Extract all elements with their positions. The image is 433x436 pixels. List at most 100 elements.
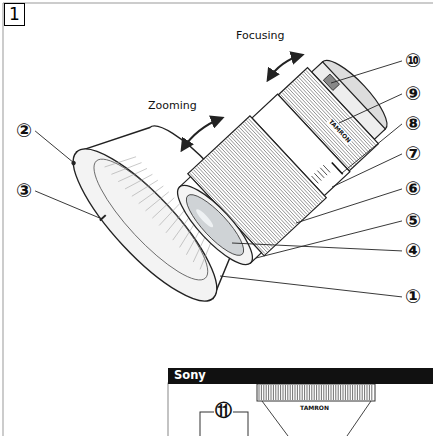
ring-knurl (304, 385, 305, 400)
ring-knurl (302, 385, 303, 400)
zoom-arrow (182, 118, 222, 150)
ring-knurl (226, 139, 301, 219)
ring-knurl (241, 125, 316, 205)
leader-line (35, 131, 74, 163)
motion-label: Focusing (236, 30, 284, 43)
ring-knurl (280, 385, 281, 400)
ring-knurl (275, 385, 276, 400)
ring-knurl (309, 385, 310, 400)
inset-frame (168, 383, 433, 436)
zoom-scale-tick (314, 173, 321, 180)
leader-line (256, 221, 402, 258)
ring-knurl (290, 385, 291, 400)
ring-knurl (239, 127, 314, 207)
callout-number: ⑩ (405, 50, 421, 72)
ring-knurl (350, 385, 351, 400)
ring-knurl (287, 385, 288, 400)
ring-knurl (359, 385, 360, 400)
ring-knurl (221, 144, 296, 224)
ring-knurl (234, 132, 309, 212)
leader-line (339, 94, 402, 123)
ring-knurl (243, 124, 318, 204)
ring-knurl (266, 385, 267, 400)
index-line (332, 163, 343, 175)
hood-mount-mark (100, 215, 106, 220)
ring-knurl (306, 70, 376, 145)
leader-line (35, 191, 102, 219)
front-ring-face (168, 176, 262, 274)
figure-frame (3, 3, 433, 436)
ring-knurl (326, 385, 327, 400)
leader-line (332, 154, 402, 187)
ring-knurl (367, 385, 368, 400)
front-element (179, 188, 251, 263)
callout-number: ⑧ (405, 113, 421, 135)
leader-line (220, 276, 402, 297)
ring-knurl (371, 385, 372, 400)
callout-number: ⑪ (214, 401, 233, 421)
ring-knurl (328, 385, 329, 400)
ring-knurl (245, 122, 320, 202)
callout-number: ③ (16, 180, 32, 202)
leader-line (331, 61, 402, 83)
ring-knurl (343, 385, 344, 400)
ring-knurl (362, 385, 363, 400)
leader-line (232, 243, 402, 251)
ring-knurl (335, 385, 336, 400)
callout-number: ⑨ (405, 83, 421, 105)
ring-knurl (219, 146, 294, 226)
motion-label: Zooming (148, 100, 197, 113)
ring-knurl (319, 385, 320, 400)
ring-knurl (311, 385, 312, 400)
hood-interior-rib (158, 204, 181, 226)
ring-knurl (228, 137, 303, 217)
ring-knurl (271, 385, 272, 400)
ring-knurl (295, 385, 296, 400)
ring-knurl (338, 385, 339, 400)
callout-number: ① (405, 286, 421, 308)
leader-line (296, 189, 402, 223)
leader-line (342, 124, 402, 173)
zoom-scale-tick (320, 168, 327, 175)
ring-knurl (230, 136, 305, 216)
ring-knurl (283, 385, 284, 400)
hood-interior-rib (105, 147, 136, 178)
figure-number: 1 (9, 4, 20, 24)
ring-knurl (316, 385, 317, 400)
ring-knurl (314, 385, 315, 400)
hood-interior-rib (139, 183, 164, 206)
lens-barrel (165, 45, 402, 277)
ring-knurl (278, 385, 279, 400)
hood-interior-rib (145, 190, 168, 212)
inset-focus-ring (257, 384, 375, 401)
figure-number-box: 1 (4, 3, 25, 26)
ring-knurl (232, 134, 307, 214)
ring-knurl (357, 385, 358, 400)
brand-name: Sony (174, 368, 206, 382)
ring-knurl (225, 141, 300, 221)
callout-number: ② (16, 120, 32, 142)
ring-knurl (323, 385, 324, 400)
ring-knurl (369, 385, 370, 400)
ring-knurl (352, 385, 353, 400)
ring-knurl (285, 385, 286, 400)
hood-interior-rib (152, 198, 174, 218)
ring-knurl (331, 385, 332, 400)
brand-text: TAMRON (326, 118, 352, 145)
focus-arrow (268, 55, 302, 80)
hood-interior-rib (111, 154, 141, 183)
ring-knurl (333, 385, 334, 400)
ring-knurl (263, 385, 264, 400)
ring-knurl (340, 385, 341, 400)
zoom-scale-tick (323, 165, 330, 172)
af-mf-switch (323, 74, 339, 90)
ring-knurl (355, 385, 356, 400)
ring-knurl (237, 129, 312, 209)
ring-knurl (236, 131, 311, 211)
ring-knurl (268, 385, 269, 400)
brand-band: Sony (168, 368, 433, 384)
ring-knurl (345, 385, 346, 400)
inset-barrel-line (262, 401, 371, 436)
ring-knurl (273, 385, 274, 400)
